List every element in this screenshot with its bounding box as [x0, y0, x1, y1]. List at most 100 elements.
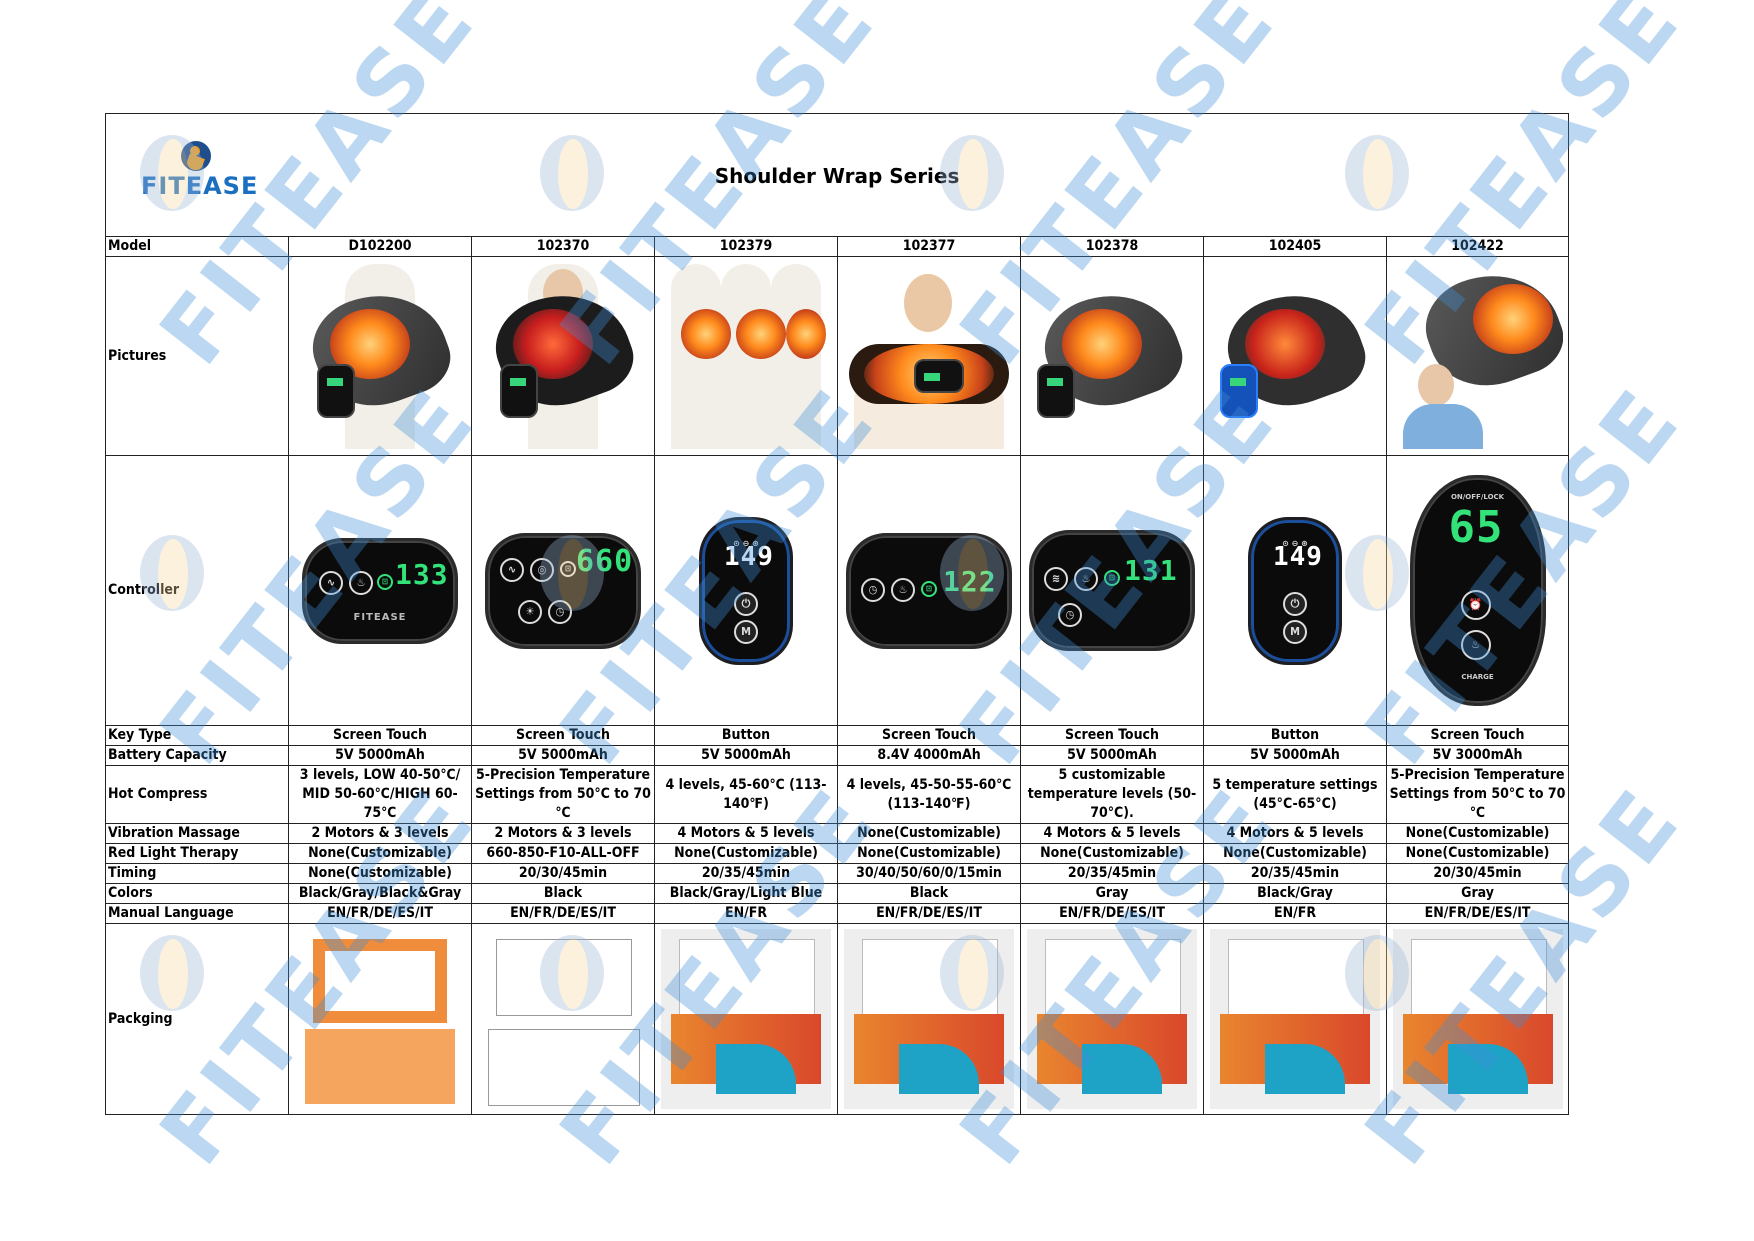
- logo-text: FITEASE: [141, 172, 259, 200]
- mode-icons: ⊙ ⊖ ⊛: [733, 538, 759, 548]
- controller-cell: ∿ ♨ ⊡ 133 FITEASE: [288, 455, 472, 726]
- vibration-icon: ∿: [319, 570, 343, 595]
- row-manual-language: Manual Language EN/FR/DE/ES/IT EN/FR/DE/…: [105, 903, 1570, 924]
- model-cell: 102377: [837, 236, 1021, 257]
- spec-cell: None(Customizable): [654, 843, 838, 864]
- spec-cell: Screen Touch: [471, 725, 655, 746]
- spec-cell: 30/40/50/60/0/15min: [837, 863, 1021, 884]
- packaging-cell: [837, 923, 1021, 1115]
- timer-icon: ◷: [861, 577, 885, 602]
- spec-cell: Gray: [1020, 883, 1204, 904]
- packaging-image-102370: [478, 929, 648, 1109]
- spec-cell: Black/Gray/Light Blue: [654, 883, 838, 904]
- spec-cell: EN/FR: [654, 903, 838, 924]
- page-title: Shoulder Wrap Series: [714, 163, 960, 188]
- product-comparison-table: FITEASE Shoulder Wrap Series Model D1022…: [104, 113, 1570, 1115]
- power-icon[interactable]: ⏻: [734, 591, 758, 616]
- packaging-cell: [1020, 923, 1204, 1115]
- spec-cell: EN/FR: [1203, 903, 1387, 924]
- spec-cell: Black/Gray: [1203, 883, 1387, 904]
- controller-cell: ⊙ ⊖ ⊛ 149 ⏻ M: [1203, 455, 1387, 726]
- spec-cell: None(Customizable): [837, 843, 1021, 864]
- spec-cell: None(Customizable): [1020, 843, 1204, 864]
- charge-label: CHARGE: [1461, 673, 1494, 681]
- controller-display: 149: [1273, 541, 1323, 572]
- spec-cell: 5-Precision Temperature Settings from 50…: [1385, 765, 1570, 824]
- row-timing: Timing None(Customizable) 20/30/45min 20…: [105, 863, 1570, 884]
- packaging-cell: [288, 923, 472, 1115]
- packaging-cell: [1385, 923, 1570, 1115]
- header-row: FITEASE Shoulder Wrap Series: [104, 113, 1570, 237]
- spec-cell: EN/FR/DE/ES/IT: [837, 903, 1021, 924]
- mode-icons: ⊙ ⊖ ⊛: [1282, 538, 1308, 548]
- row-label: Battery Capacity: [105, 745, 289, 766]
- spec-cell: Screen Touch: [288, 725, 472, 746]
- model-cell: 102370: [471, 236, 655, 257]
- row-model: Model D102200 102370 102379 102377 10237…: [105, 236, 1570, 257]
- controller-102370: ∿ ◎ ⊡ 660 ☀ ◷: [485, 532, 641, 649]
- spec-cell: None(Customizable): [1203, 843, 1387, 864]
- row-label: Hot Compress: [105, 765, 289, 824]
- product-image-102378: [1027, 264, 1197, 449]
- model-cell: 102379: [654, 236, 838, 257]
- row-label: Vibration Massage: [105, 823, 289, 844]
- row-label: Key Type: [105, 725, 289, 746]
- spec-cell: Screen Touch: [837, 725, 1021, 746]
- row-battery: Battery Capacity 5V 5000mAh 5V 5000mAh 5…: [105, 745, 1570, 766]
- spec-cell: Black: [471, 883, 655, 904]
- spec-cell: None(Customizable): [288, 843, 472, 864]
- spec-cell: 4 levels, 45-50-55-60℃ (113-140℉): [837, 765, 1021, 824]
- power-icon[interactable]: ⏻: [1283, 591, 1307, 616]
- flame-icon: ♨: [1074, 567, 1098, 591]
- spec-cell: 4 Motors & 5 levels: [654, 823, 838, 844]
- spec-cell: 3 levels, LOW 40-50℃/ MID 50-60℃/HIGH 60…: [288, 765, 472, 824]
- controller-display: 122: [943, 564, 997, 598]
- controller-display: 65: [1448, 502, 1504, 553]
- packaging-image-d102200: [295, 929, 465, 1109]
- controller-102377: ◷ ♨ ⊡ 122: [846, 532, 1012, 649]
- controller-display: 149: [724, 541, 774, 572]
- cycle-icon: ◎: [530, 557, 554, 582]
- lock-icon: ⊡: [921, 580, 937, 597]
- controller-102379: ⊙ ⊖ ⊛ 149 ⏻ M: [699, 516, 793, 665]
- vibration-icon: ≋: [1044, 567, 1068, 591]
- spec-cell: EN/FR/DE/ES/IT: [288, 903, 472, 924]
- controller-cell: ⊙ ⊖ ⊛ 149 ⏻ M: [654, 455, 838, 726]
- row-controller: Controller ∿ ♨ ⊡ 133 FITEASE ∿ ◎ ⊡ 660 ☀…: [105, 455, 1570, 726]
- row-label: Red Light Therapy: [105, 843, 289, 864]
- controller-cell: ∿ ◎ ⊡ 660 ☀ ◷: [471, 455, 655, 726]
- packaging-image-102378: [1027, 929, 1197, 1109]
- model-cell: 102378: [1020, 236, 1204, 257]
- spec-cell: 20/35/45min: [1020, 863, 1204, 884]
- row-hot-compress: Hot Compress 3 levels, LOW 40-50℃/ MID 5…: [105, 765, 1570, 824]
- spec-cell: EN/FR/DE/ES/IT: [1020, 903, 1204, 924]
- model-cell: D102200: [288, 236, 472, 257]
- row-red-light: Red Light Therapy None(Customizable) 660…: [105, 843, 1570, 864]
- row-label: Packging: [105, 923, 289, 1115]
- controller-brand: FITEASE: [353, 611, 407, 623]
- packaging-image-102422: [1392, 929, 1563, 1109]
- row-label: Timing: [105, 863, 289, 884]
- mode-m-button[interactable]: M: [734, 619, 758, 644]
- spec-cell: 4 levels, 45-60℃ (113-140℉): [654, 765, 838, 824]
- spec-cell: Black/Gray/Black&Gray: [288, 883, 472, 904]
- mode-m-button[interactable]: M: [1283, 619, 1307, 644]
- spec-cell: 5-Precision Temperature Settings from 50…: [471, 765, 655, 824]
- row-label: Manual Language: [105, 903, 289, 924]
- product-image-102379: [661, 263, 831, 449]
- spec-cell: 20/30/45min: [1385, 863, 1570, 884]
- picture-cell: [837, 256, 1021, 456]
- row-packaging: Packging: [105, 923, 1570, 1115]
- controller-display: 131: [1124, 554, 1178, 587]
- controller-d102200: ∿ ♨ ⊡ 133 FITEASE: [302, 537, 458, 644]
- controller-102422: ON/OFF/LOCK 65 ⏰ ♨ CHARGE: [1409, 475, 1546, 706]
- controller-102405: ⊙ ⊖ ⊛ 149 ⏻ M: [1248, 516, 1342, 665]
- product-image-102370: [478, 263, 648, 449]
- picture-cell: [471, 256, 655, 456]
- timer-icon: ◷: [1058, 603, 1082, 627]
- row-vibration: Vibration Massage 2 Motors & 3 levels 2 …: [105, 823, 1570, 844]
- row-colors: Colors Black/Gray/Black&Gray Black Black…: [105, 883, 1570, 904]
- product-image-102405: [1210, 264, 1380, 449]
- controller-cell: ON/OFF/LOCK 65 ⏰ ♨ CHARGE: [1385, 455, 1570, 726]
